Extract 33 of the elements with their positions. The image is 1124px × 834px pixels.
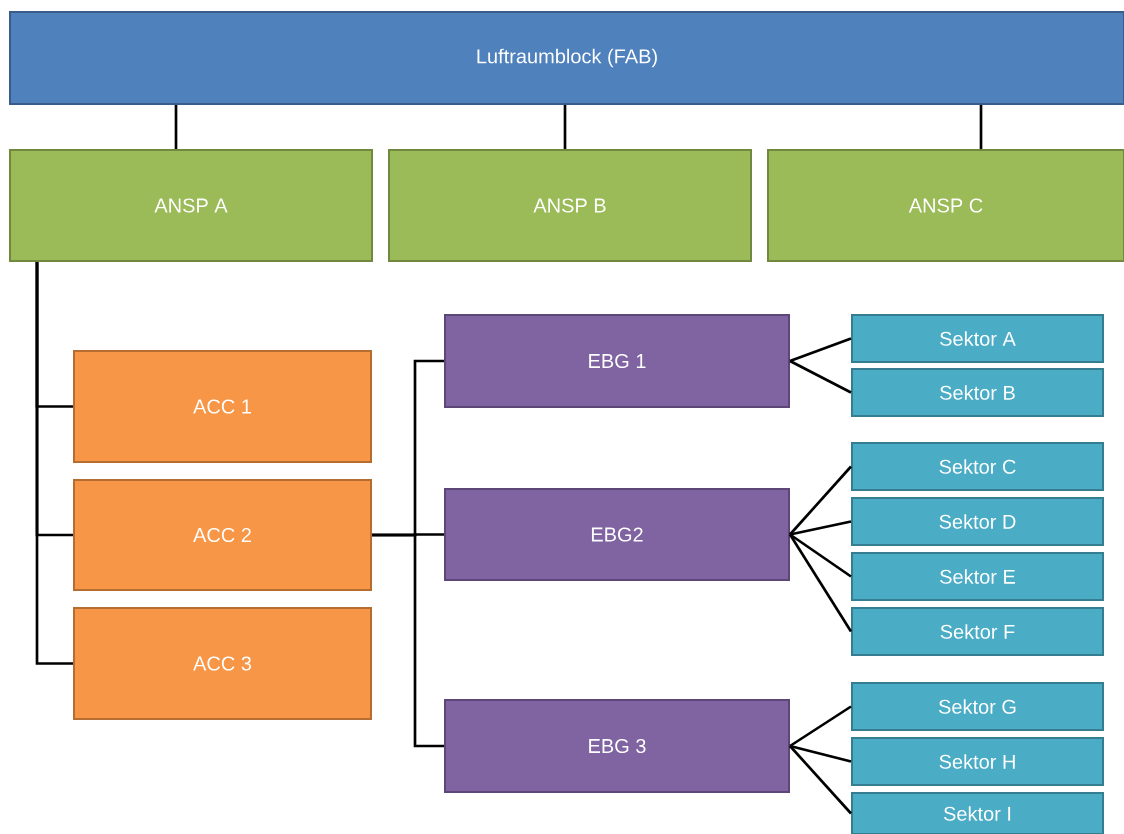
connector-line: [789, 465, 852, 536]
sector-box: Sektor D: [851, 497, 1104, 546]
connector-line: [979, 105, 983, 149]
connector-line: [372, 533, 444, 748]
unit-box: ACC 1: [73, 350, 372, 463]
banner-box: Luftraumblock (FAB): [9, 11, 1124, 105]
sector-box: Sektor A: [851, 314, 1104, 363]
org-box: ANSP C: [767, 149, 1124, 262]
unit-box: ACC 2: [73, 479, 372, 591]
connector-line: [789, 520, 852, 536]
sector-box: Sektor E: [851, 552, 1104, 601]
connector-line: [789, 744, 852, 763]
connector-line: [788, 533, 853, 633]
group-box: EBG 1: [444, 314, 790, 408]
group-box: EBG2: [444, 488, 790, 581]
connector-line: [789, 337, 852, 363]
org-box: ANSP A: [9, 149, 373, 262]
connector-line: [789, 705, 852, 748]
group-box: EBG 3: [444, 699, 790, 793]
sector-box: Sektor F: [851, 607, 1104, 656]
connector-line: [174, 105, 178, 149]
org-box: ANSP B: [388, 149, 752, 262]
connector-line: [563, 105, 567, 149]
unit-box: ACC 3: [73, 607, 372, 720]
connector-line: [789, 359, 852, 394]
sector-box: Sektor H: [851, 737, 1104, 786]
sector-box: Sektor C: [851, 442, 1104, 491]
sector-box: Sektor I: [851, 792, 1104, 834]
connector-line: [789, 533, 852, 578]
sector-box: Sektor B: [851, 368, 1104, 417]
sector-box: Sektor G: [851, 682, 1104, 731]
connector-line: [35, 262, 73, 665]
connector-line: [789, 745, 852, 815]
